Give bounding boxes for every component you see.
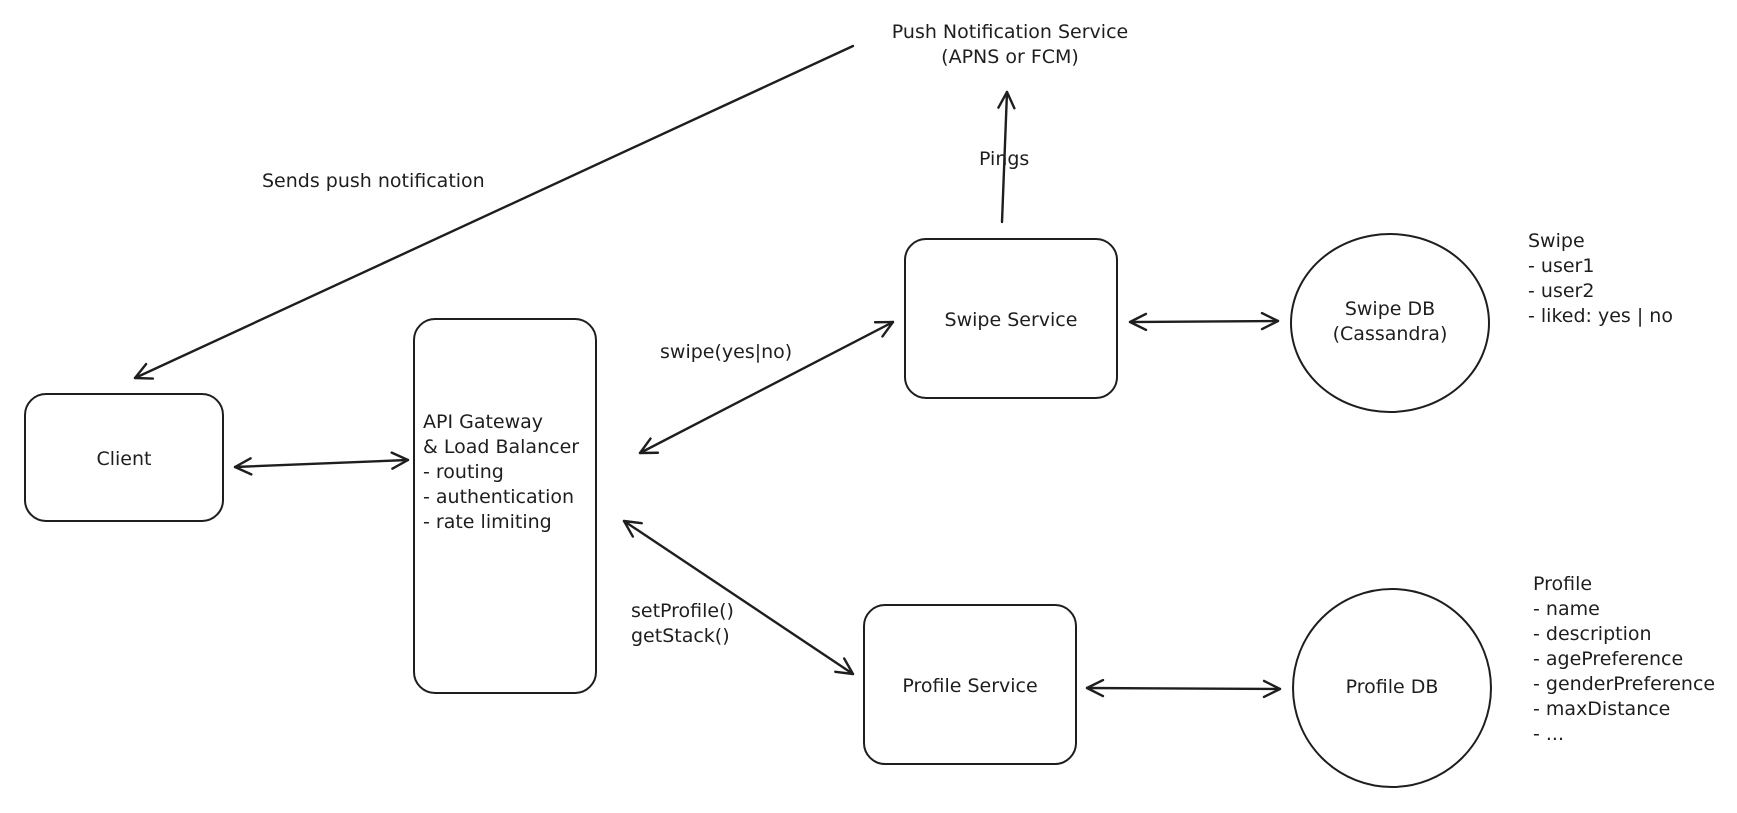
client-gateway-arrow [233, 451, 410, 476]
set-profile-call: setProfile() [631, 600, 734, 622]
profile-db-label: Profile DB [1345, 676, 1439, 698]
api-gateway-item-authentication: - authentication [423, 486, 575, 508]
profile-schema-field: - agePreference [1533, 648, 1684, 670]
profile-schema-field: - name [1533, 598, 1600, 620]
swipe-db-label-line-2: (Cassandra) [1332, 323, 1448, 345]
client-node[interactable]: Client [24, 393, 224, 522]
swipe-db-arrow [1128, 311, 1280, 332]
gateway-swipe-arrow [638, 320, 895, 455]
profile-schema-field: - ... [1533, 723, 1565, 745]
client-label: Client [96, 448, 152, 470]
profile-schema: Profile - name - description - agePrefer… [1533, 572, 1715, 747]
push-service-label-line-2: (APNS or FCM) [941, 46, 1079, 68]
swipe-schema: Swipe - user1 - user2 - liked: yes | no [1528, 229, 1673, 329]
sends-push-notification-label: Sends push notification [262, 170, 485, 192]
profile-service-node[interactable]: Profile Service [863, 604, 1077, 765]
pings-arrow [997, 90, 1016, 224]
push-notification-service-node[interactable]: Push Notification Service (APNS or FCM) [860, 20, 1160, 70]
swipe-db-node[interactable]: Swipe DB (Cassandra) [1290, 233, 1490, 413]
api-gateway-text: API Gateway & Load Balancer - routing - … [423, 410, 579, 535]
api-gateway-item-rate-limiting: - rate limiting [423, 511, 552, 533]
api-gateway-item-label: routing [435, 461, 504, 483]
profile-service-label: Profile Service [902, 675, 1038, 697]
profile-schema-field: - maxDistance [1533, 698, 1671, 720]
swipe-call-label: swipe(yes|no) [660, 341, 793, 363]
pings-label: Pings [979, 148, 1030, 170]
profile-db-arrow [1085, 678, 1282, 699]
profile-schema-title: Profile [1533, 573, 1593, 595]
profile-db-node[interactable]: Profile DB [1292, 588, 1492, 788]
push-to-client-arrow [133, 44, 855, 380]
api-gateway-item-label: authentication [435, 486, 575, 508]
profile-schema-field: - genderPreference [1533, 673, 1716, 695]
profile-schema-field: - description [1533, 623, 1652, 645]
swipe-db-label-line-1: Swipe DB [1344, 298, 1436, 320]
swipe-service-node[interactable]: Swipe Service [904, 238, 1118, 399]
push-service-label-line-1: Push Notification Service [891, 21, 1129, 43]
swipe-schema-field: - user1 [1528, 255, 1595, 277]
swipe-schema-field: - user2 [1528, 280, 1595, 302]
swipe-db-label: Swipe DB (Cassandra) [1292, 297, 1488, 347]
api-gateway-title-line-1: API Gateway [423, 411, 544, 433]
get-stack-call: getStack() [631, 625, 730, 647]
api-gateway-title-line-2: & Load Balancer [423, 436, 580, 458]
api-gateway-node[interactable]: API Gateway & Load Balancer - routing - … [413, 318, 597, 694]
gateway-profile-arrow [622, 519, 855, 676]
swipe-schema-field: - liked: yes | no [1528, 305, 1673, 327]
api-gateway-item-label: rate limiting [435, 511, 552, 533]
api-gateway-item-routing: - routing [423, 461, 504, 483]
profile-calls-label: setProfile() getStack() [631, 599, 734, 649]
swipe-service-label: Swipe Service [944, 309, 1078, 331]
swipe-schema-title: Swipe [1528, 230, 1585, 252]
